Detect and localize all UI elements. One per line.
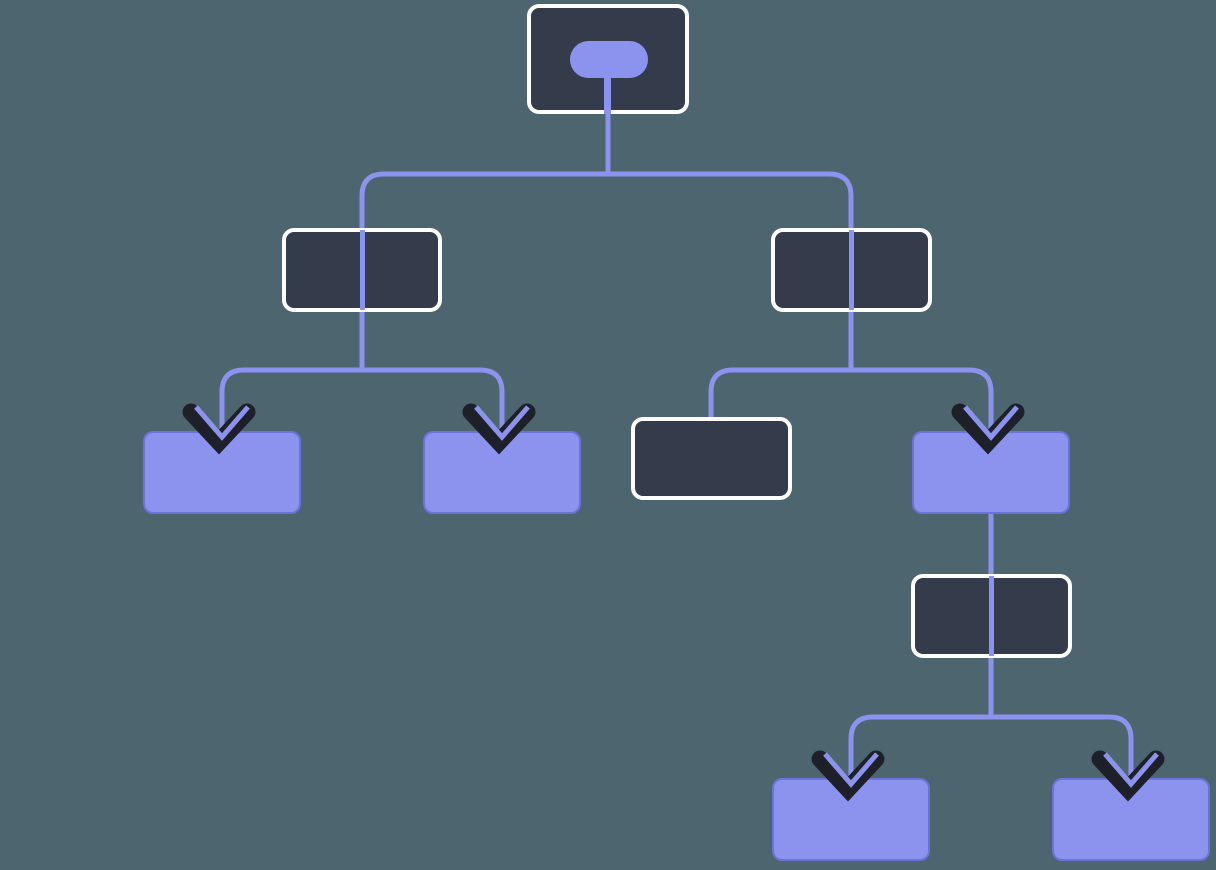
connector-through-sub-branch-node (989, 576, 994, 656)
leaf-node-two[interactable] (423, 431, 581, 514)
pill-icon (570, 41, 648, 78)
edge-sub-branch-to-leaf-six (988, 658, 1134, 784)
leaf-node-one[interactable] (143, 431, 301, 514)
pill-stem-icon (604, 74, 611, 114)
edge-sub-branch-to-leaf-five (848, 658, 994, 784)
edge-root-to-branch-left (359, 110, 611, 232)
branch-node-left[interactable] (282, 228, 442, 312)
connector-through-branch-node-right (849, 230, 854, 310)
leaf-node-four[interactable] (912, 431, 1070, 514)
root-node[interactable] (527, 4, 689, 114)
edge-branch-right-to-leaf-four (848, 312, 994, 437)
leaf-node-six[interactable] (1052, 778, 1210, 861)
empty-node-three[interactable] (631, 417, 792, 500)
branch-node-right[interactable] (771, 228, 932, 312)
edge-branch-left-to-leaf-one (219, 312, 365, 437)
edge-branch-left-to-leaf-two (359, 312, 505, 437)
edge-root-to-branch-right (605, 110, 854, 232)
leaf-node-five[interactable] (772, 778, 930, 861)
edge-branch-right-to-empty (708, 312, 854, 417)
sub-branch-node[interactable] (911, 574, 1072, 658)
connector-through-branch-node-left (359, 230, 365, 310)
